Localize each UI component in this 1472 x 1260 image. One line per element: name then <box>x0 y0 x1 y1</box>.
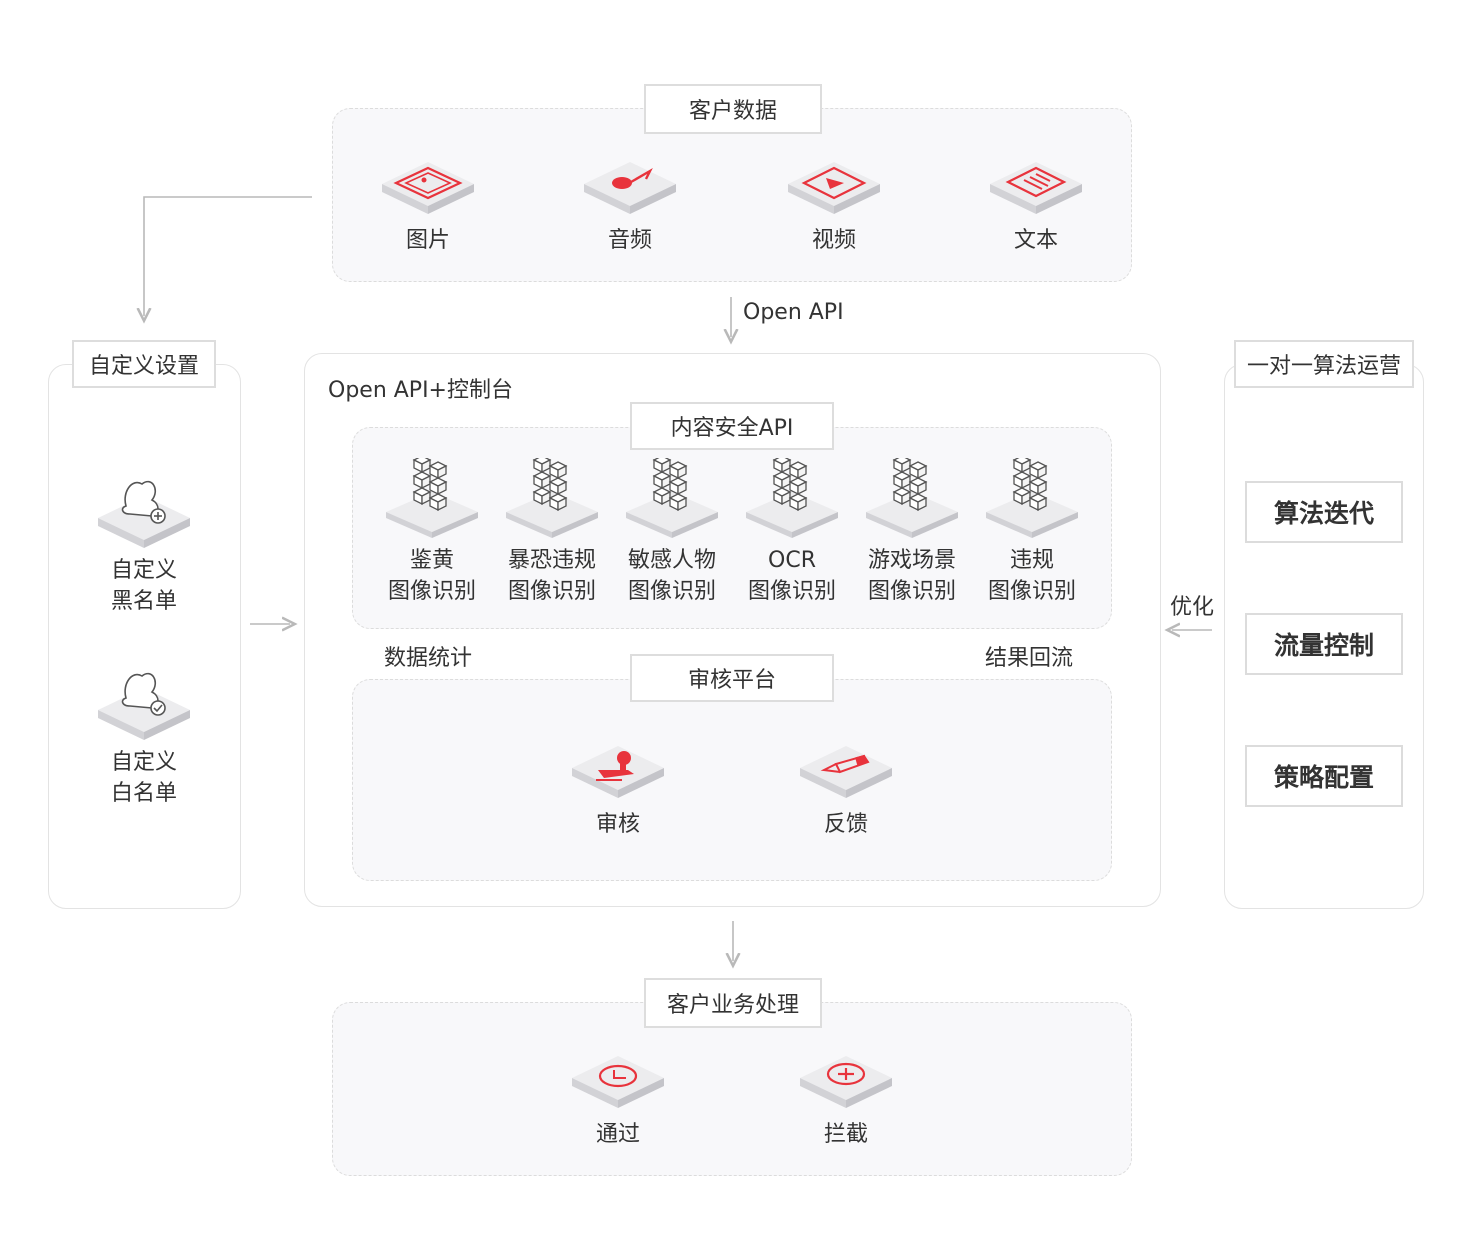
video-play-icon <box>788 162 880 214</box>
custom-settings-title: 自定义设置 <box>72 340 216 388</box>
policy-config-button[interactable]: 策略配置 <box>1245 745 1403 807</box>
customer-data-item-video: 视频 <box>811 228 856 253</box>
review-platform-panel <box>352 679 1112 881</box>
pen-icon <box>800 746 892 798</box>
customer-data-item-image: 图片 <box>405 228 450 253</box>
algorithm-ops-title: 一对一算法运营 <box>1234 340 1414 388</box>
pass-clock-icon <box>572 1056 664 1108</box>
arrow-to-custom-settings <box>144 196 312 316</box>
user-blacklist-icon <box>98 480 190 548</box>
api-item-type: 图像识别 <box>747 579 836 604</box>
api-item-name: OCR <box>768 548 816 573</box>
data-stats-label: 数据统计 <box>384 646 473 671</box>
console-title: Open API+控制台 <box>328 378 513 403</box>
review-item-feedback: 反馈 <box>823 812 868 837</box>
api-item-type: 图像识别 <box>867 579 956 604</box>
api-item-name: 违规 <box>1009 548 1054 573</box>
result-return-label: 结果回流 <box>985 646 1074 671</box>
review-platform-title: 审核平台 <box>630 654 834 702</box>
api-item-name: 敏感人物 <box>627 548 716 573</box>
business-panel <box>332 1002 1132 1176</box>
business-title: 客户业务处理 <box>644 978 822 1028</box>
api-item-name: 暴恐违规 <box>507 548 596 573</box>
content-api-title: 内容安全API <box>630 402 834 450</box>
business-item-block: 拦截 <box>823 1122 868 1147</box>
api-item-name: 鉴黄 <box>409 548 454 573</box>
api-item-type: 图像识别 <box>987 579 1076 604</box>
whitelist-label-1: 自定义 <box>110 750 177 775</box>
cubes-icon <box>866 458 958 538</box>
document-icon <box>990 162 1082 214</box>
customer-data-item-audio: 音频 <box>607 228 652 253</box>
stamp-icon <box>572 746 664 798</box>
customer-data-item-text: 文本 <box>1013 228 1058 253</box>
cubes-icon <box>506 458 598 538</box>
review-item-audit: 审核 <box>595 812 640 837</box>
open-api-label: Open API <box>743 300 844 325</box>
block-plus-icon <box>800 1056 892 1108</box>
api-item-name: 游戏场景 <box>867 548 956 573</box>
image-icon <box>382 162 474 214</box>
cubes-icon <box>986 458 1078 538</box>
user-whitelist-icon <box>98 672 190 740</box>
blacklist-label-1: 自定义 <box>110 558 177 583</box>
traffic-control-button[interactable]: 流量控制 <box>1245 613 1403 675</box>
api-item-type: 图像识别 <box>627 579 716 604</box>
api-item-type: 图像识别 <box>387 579 476 604</box>
music-note-icon <box>584 162 676 214</box>
custom-settings-panel <box>48 364 241 909</box>
optimize-label: 优化 <box>1170 595 1215 620</box>
cubes-icon <box>626 458 718 538</box>
customer-data-title: 客户数据 <box>644 84 822 134</box>
api-item-type: 图像识别 <box>507 579 596 604</box>
cubes-icon <box>746 458 838 538</box>
cubes-icon <box>386 458 478 538</box>
blacklist-label-2: 黑名单 <box>110 589 177 614</box>
algorithm-iteration-button[interactable]: 算法迭代 <box>1245 481 1403 543</box>
whitelist-label-2: 白名单 <box>110 781 177 806</box>
business-item-pass: 通过 <box>595 1122 640 1147</box>
content-api-panel <box>352 427 1112 629</box>
